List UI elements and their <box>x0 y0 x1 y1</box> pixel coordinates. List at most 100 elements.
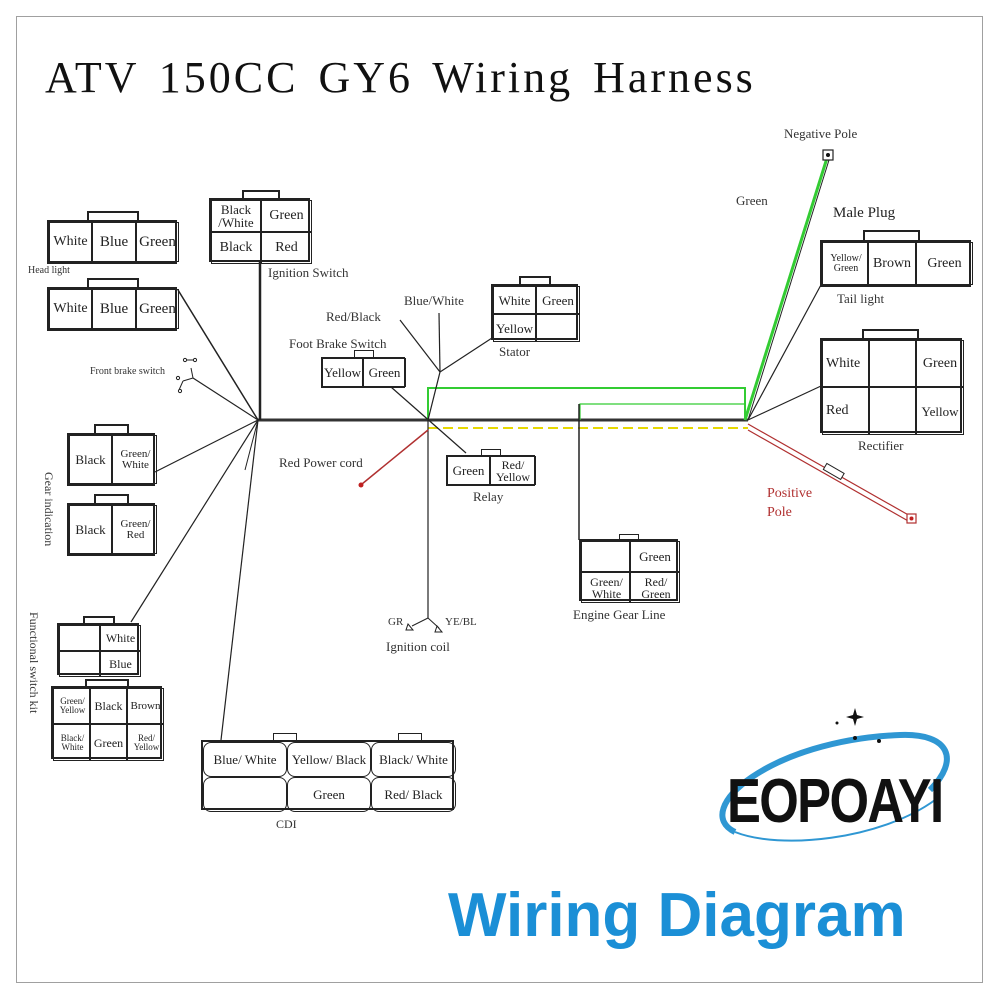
engine-gear-line-connector: Green Green/ White Red/ Green <box>579 539 680 603</box>
pin-label: Black /White <box>211 200 261 232</box>
pin-label: Black <box>69 505 112 554</box>
engine-gear-line-label: Engine Gear Line <box>573 607 666 622</box>
functional-switch-connector-top: White Blue <box>57 623 141 677</box>
pin-label: White <box>822 340 869 387</box>
pin-label: Blue <box>92 222 136 262</box>
pin-label: Red <box>261 232 312 264</box>
ignition-switch-latch <box>242 190 280 200</box>
diagram-frame <box>16 16 983 983</box>
headlight-bottom-latch <box>87 278 139 288</box>
pin-label: Green/ Red <box>112 505 157 554</box>
wire-to-gear-indication <box>154 419 259 473</box>
pin-label: Green/ White <box>112 435 157 484</box>
functional-top-latch <box>83 616 115 625</box>
ignition-coil-icon <box>405 617 444 633</box>
relay-label: Relay <box>473 489 504 504</box>
pin-label: Green <box>90 724 127 761</box>
stator-connector: White Green Yellow <box>491 284 580 342</box>
negative-pole-label: Negative Pole <box>784 126 858 141</box>
rectifier-label: Rectifier <box>858 438 904 453</box>
stator-latch <box>519 276 551 286</box>
pin-label: Yellow/ Black <box>287 742 371 777</box>
red-black-wire-label: Red/Black <box>326 309 381 324</box>
pin-label: Red/ Yellow <box>490 456 536 485</box>
ignition-switch-connector: Black /White Green Black Red <box>209 198 312 264</box>
rectifier-connector: White Green Red Yellow <box>820 338 964 435</box>
pin-label: Green <box>536 286 580 314</box>
pin-label: Green <box>916 242 973 285</box>
brand-logo-text: EOPOAYI <box>727 767 944 836</box>
pin-label <box>869 387 916 435</box>
relay-connector: Green Red/ Yellow <box>446 455 536 486</box>
pin-label: Brown <box>868 242 916 285</box>
gear-indication-connector-bottom: Black Green/ Red <box>67 503 157 556</box>
pin-label: Black <box>69 435 112 484</box>
pin-label: Yellow <box>493 314 536 342</box>
headlight-label: Head light <box>28 265 70 276</box>
wire-to-rectifier <box>747 385 822 421</box>
pin-label: White <box>49 222 92 262</box>
pin-label <box>59 625 100 651</box>
pin-label <box>59 651 100 677</box>
green-ground-loop-inner <box>579 403 745 420</box>
wire-to-stator <box>439 337 493 373</box>
cdi-label: CDI <box>276 817 297 831</box>
gear-bottom-latch <box>94 494 129 504</box>
pin-label: Brown <box>127 688 164 724</box>
wire-to-headlight <box>177 289 259 421</box>
pin-label: Green <box>447 456 490 485</box>
red-power-cord-label: Red Power cord <box>279 455 363 470</box>
relay-latch <box>481 449 501 456</box>
coil-gr-label: GR <box>388 616 404 628</box>
pin-label: Green <box>136 222 179 262</box>
pin-label: Green <box>363 358 406 387</box>
pin-label: Black <box>211 232 261 264</box>
pin-label: White <box>100 625 141 651</box>
wire-negative-pole-green <box>743 157 829 421</box>
wire-to-functional-switch <box>130 419 259 623</box>
wire-red-power-cord <box>361 429 429 485</box>
pin-label: Green <box>630 541 680 572</box>
front-brake-switch-label: Front brake switch <box>90 366 165 377</box>
gear-indication-label: Gear indication <box>42 472 56 547</box>
cdi-connector: Blue/ White Yellow/ Black Black/ White G… <box>201 740 456 812</box>
coil-ye-bl-label: YE/BL <box>445 616 477 628</box>
ignition-switch-label: Ignition Switch <box>268 265 349 280</box>
pin-label: Green <box>287 777 371 812</box>
headlight-top-latch <box>87 211 139 221</box>
functional-switch-connector-bottom: Green/ Yellow Black Brown Black/ White G… <box>51 686 164 761</box>
wire-to-front-brake <box>192 377 259 421</box>
pin-label: Green <box>136 289 179 329</box>
foot-brake-switch-label: Foot Brake Switch <box>289 336 387 351</box>
pin-label <box>536 314 580 342</box>
tail-light-connector: Yellow/ Green Brown Green <box>820 240 973 287</box>
red-power-cord-end <box>358 482 364 488</box>
pin-label: Red <box>822 387 869 435</box>
pin-label: Blue/ White <box>203 742 287 777</box>
pin-label: Red/ Yellow <box>127 724 164 761</box>
pin-label: Green <box>916 340 964 387</box>
pin-label: Black/ White <box>371 742 456 777</box>
pin-label: Green <box>261 200 312 232</box>
pin-label: White <box>493 286 536 314</box>
pin-label: Blue <box>92 289 136 329</box>
engine-gear-latch <box>619 534 639 540</box>
green-wire-label: Green <box>736 193 768 208</box>
pin-label: Green/ Yellow <box>53 688 90 724</box>
pin-label: Black/ White <box>53 724 90 761</box>
pin-label <box>869 340 916 387</box>
pin-label: Yellow <box>916 387 964 435</box>
pin-label: Red/ Black <box>371 777 456 812</box>
wire-to-cdi <box>220 419 259 741</box>
tail-light-label: Tail light <box>837 291 885 306</box>
foot-brake-switch-connector: Yellow Green <box>321 357 406 388</box>
headlight-connector-bottom: White Blue Green <box>47 287 179 331</box>
footer-title: Wiring Diagram <box>448 881 906 950</box>
wire-red-black <box>427 371 441 421</box>
wire-blue-white <box>438 312 441 373</box>
pin-label: Green/ White <box>581 572 630 603</box>
stator-label: Stator <box>499 344 531 359</box>
pin-label: Yellow <box>322 358 363 387</box>
tail-light-latch <box>863 230 920 241</box>
